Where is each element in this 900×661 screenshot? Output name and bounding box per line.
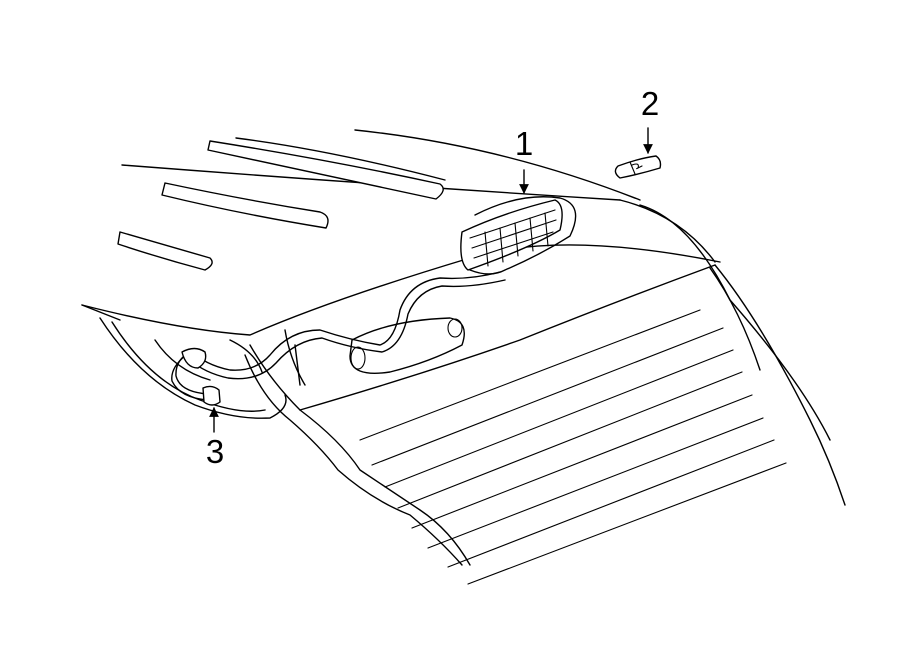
wiring-harness — [171, 271, 506, 406]
lamp-bulb — [614, 155, 662, 179]
handle-recess — [349, 317, 465, 374]
high-mount-stop-lamp — [460, 196, 577, 275]
liftgate — [244, 199, 846, 585]
callout-arrows — [209, 127, 653, 433]
roof-panel — [81, 129, 721, 336]
callout-1-label: 1 — [515, 125, 533, 162]
callout-2-label: 2 — [641, 85, 659, 122]
callout-3-label: 3 — [206, 433, 224, 470]
